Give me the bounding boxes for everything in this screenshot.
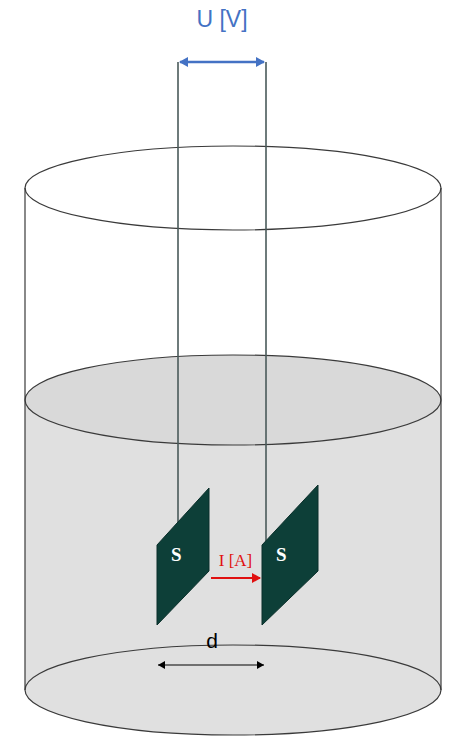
electrode-plate: S: [155, 485, 211, 627]
dimension-label: d: [206, 630, 218, 651]
wire: [177, 62, 179, 525]
plate-label: S: [171, 545, 182, 564]
electrode-plate: S: [260, 483, 320, 627]
beaker-wall: [440, 188, 441, 690]
plate-label: S: [276, 545, 287, 564]
wire: [265, 62, 267, 545]
voltage-arrow: [180, 61, 264, 64]
dimension-arrow: [158, 664, 264, 665]
liquid: [25, 400, 441, 735]
voltage-label: U [V]: [196, 8, 247, 31]
beaker-wall: [24, 188, 25, 690]
plate-shape: [260, 483, 320, 627]
current-arrow: [211, 577, 260, 579]
current-label: I [A]: [218, 552, 254, 569]
plate-shape: [155, 485, 211, 627]
liquid-surface: [25, 355, 441, 445]
beaker-rim: [25, 146, 441, 230]
beaker-bottom: [25, 645, 441, 735]
